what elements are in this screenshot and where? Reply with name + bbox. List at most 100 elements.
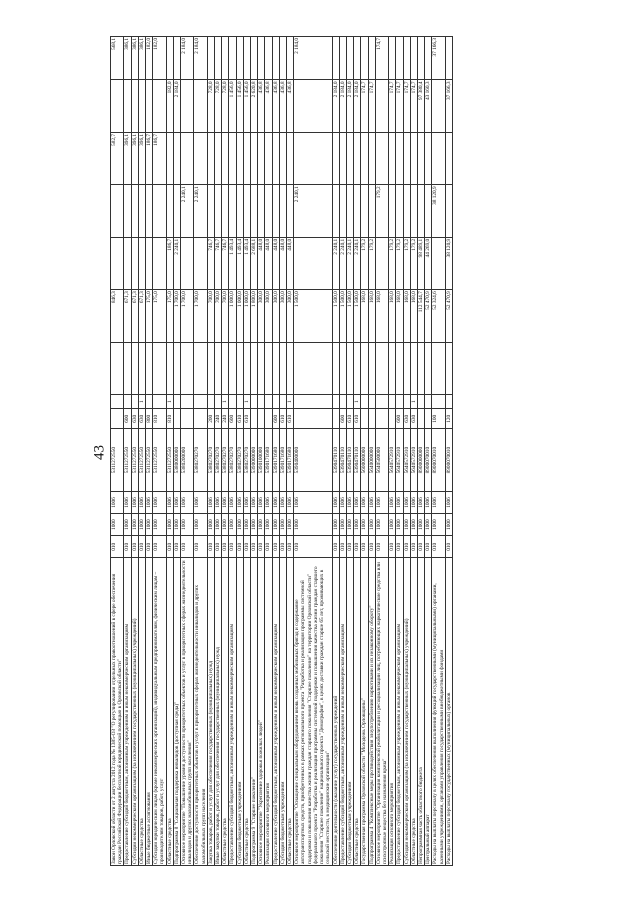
- amount-cell: 174,7: [375, 36, 389, 80]
- code-cell: 1000: [395, 513, 404, 536]
- amount-cell: 52 470,9: [424, 289, 432, 343]
- code-cell: [368, 408, 376, 429]
- code-cell: [173, 408, 181, 429]
- table-row: Предоставление субсидий бюджетным, автон…: [123, 36, 132, 866]
- target-article-cell: 5311272550: [145, 428, 153, 492]
- code-cell: 010: [123, 535, 132, 558]
- amount-cell: [395, 342, 404, 395]
- code-cell: 800: [145, 408, 153, 429]
- code-cell: [332, 394, 340, 409]
- code-cell: 010: [424, 535, 432, 558]
- code-cell: 1006: [110, 491, 124, 514]
- amount-cell: [368, 342, 376, 395]
- amount-cell: 1 000,0: [228, 289, 237, 343]
- amount-cell: 746,7: [207, 237, 215, 290]
- code-cell: 200: [207, 408, 215, 429]
- code-cell: 1006: [332, 491, 340, 514]
- code-cell: 1006: [286, 491, 294, 514]
- amount-cell: 1 456,0: [236, 79, 244, 133]
- code-cell: [417, 394, 425, 409]
- amount-cell: [236, 132, 244, 185]
- amount-cell: [360, 342, 369, 395]
- code-cell: 1006: [395, 491, 404, 514]
- code-cell: 010: [368, 535, 376, 558]
- code-cell: 1006: [375, 491, 389, 514]
- code-cell: 1000: [279, 513, 287, 536]
- amount-cell: 98 489,1: [417, 237, 425, 290]
- code-cell: [180, 408, 194, 429]
- code-cell: 1000: [221, 513, 229, 536]
- amount-cell: 436,8: [272, 79, 280, 133]
- amount-cell: [339, 132, 347, 185]
- row-name-cell: Обеспечение доступности приоритетных объ…: [193, 557, 208, 866]
- code-cell: [445, 394, 453, 409]
- code-cell: 010: [445, 535, 453, 558]
- amount-cell: [424, 132, 432, 185]
- amount-cell: [353, 36, 361, 80]
- amount-cell: [214, 342, 222, 395]
- row-name-cell: Подпрограмма 4 "Комплексные меры противо…: [368, 557, 376, 866]
- code-cell: 600: [272, 408, 280, 429]
- table-row: Основное мероприятие "Организация компле…: [375, 36, 389, 866]
- code-cell: 010: [339, 535, 347, 558]
- amount-cell: [180, 342, 194, 395]
- amount-cell: 448,0: [264, 237, 273, 290]
- amount-cell: [250, 184, 258, 238]
- code-cell: [388, 408, 396, 429]
- amount-cell: 174,7: [410, 79, 418, 133]
- code-cell: 1006: [173, 491, 181, 514]
- amount-cell: 2 240,1: [173, 237, 181, 290]
- amount-cell: 182,0: [152, 36, 167, 80]
- code-cell: 1000: [339, 513, 347, 536]
- amount-cell: [431, 342, 446, 395]
- amount-cell: [257, 342, 265, 395]
- amount-cell: [388, 36, 396, 80]
- target-article-cell: 5640572910: [403, 428, 411, 492]
- amount-cell: 568,1: [110, 36, 124, 80]
- code-cell: 1000: [243, 513, 251, 536]
- table-row: Закон Орловской области от 2 августа 201…: [110, 36, 124, 866]
- code-cell: [257, 394, 265, 409]
- row-name-cell: Субсидии некоммерческим организациям (за…: [403, 557, 411, 866]
- code-cell: 1006: [424, 491, 432, 514]
- code-cell: [346, 394, 354, 409]
- amount-cell: 179,2: [395, 237, 404, 290]
- code-cell: 010: [250, 535, 258, 558]
- amount-cell: [424, 184, 432, 238]
- amount-cell: 168,0: [395, 289, 404, 343]
- target-article-cell: 5380270270: [228, 428, 237, 492]
- amount-cell: [286, 132, 294, 185]
- amount-cell: [250, 36, 258, 80]
- target-article-cell: 5390470110: [339, 428, 347, 492]
- row-name-cell: Субсидии некоммерческим организациям (за…: [131, 557, 139, 866]
- table-row: Обеспечение доступности приоритетных объ…: [193, 36, 208, 866]
- amount-cell: [264, 132, 273, 185]
- row-name-cell: Основное мероприятие "Укрепление здоровь…: [257, 557, 265, 866]
- amount-cell: 846,3: [110, 289, 124, 343]
- amount-cell: 179,2: [403, 237, 411, 290]
- amount-cell: 448,0: [272, 237, 280, 290]
- amount-cell: [138, 237, 146, 290]
- code-cell: 1006: [368, 491, 376, 514]
- code-cell: 1000: [166, 513, 174, 536]
- target-article-cell: 5390100000: [257, 428, 265, 492]
- code-cell: 1006: [353, 491, 361, 514]
- amount-cell: [424, 36, 432, 80]
- amount-cell: [360, 36, 369, 80]
- row-name-cell: Предоставление субсидий бюджетным, автон…: [339, 557, 347, 866]
- table-row: Основное мероприятие "Укрепление здоровь…: [257, 36, 265, 866]
- amount-cell: [166, 36, 174, 80]
- amount-cell: [272, 342, 280, 395]
- amount-cell: [166, 342, 174, 395]
- table-row: Обеспечение деятельности (оказание услуг…: [332, 36, 340, 866]
- amount-cell: [243, 36, 251, 80]
- code-cell: 010: [152, 535, 167, 558]
- code-cell: 010: [264, 535, 273, 558]
- target-article-cell: 5390171680: [279, 428, 287, 492]
- code-cell: 1006: [346, 491, 354, 514]
- code-cell: 1000: [250, 513, 258, 536]
- target-article-cell: 5640572910: [410, 428, 418, 492]
